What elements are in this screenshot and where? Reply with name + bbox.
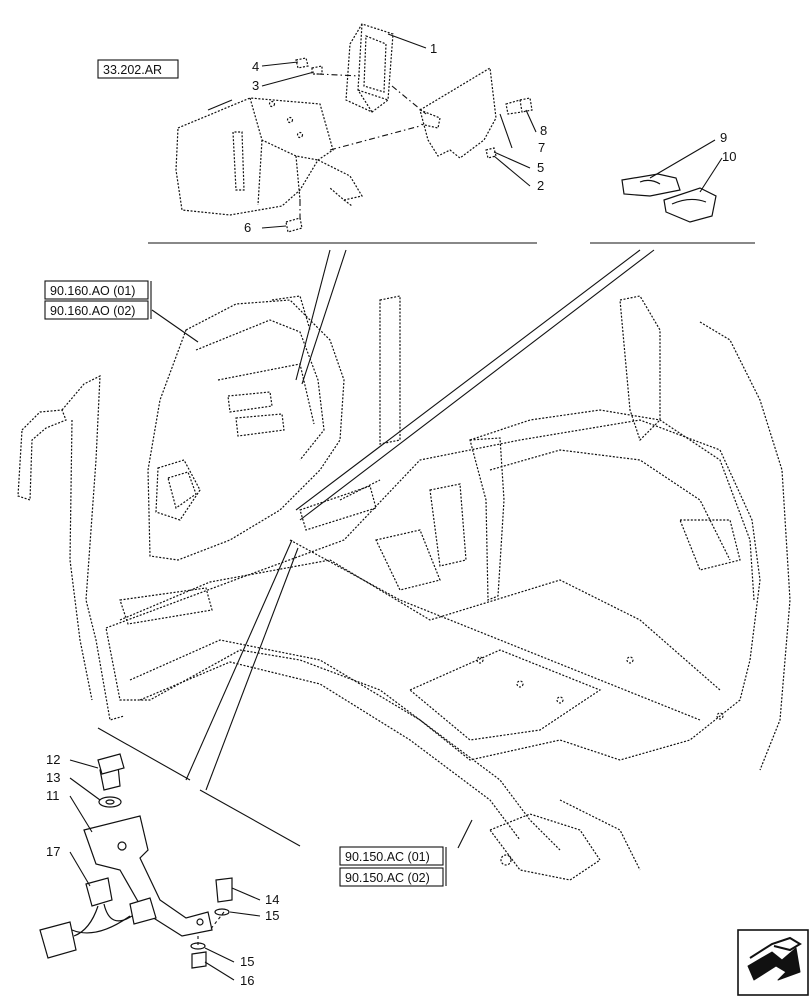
reference-link-90-150-ac-01[interactable]: 90.150.AC (01) — [339, 846, 447, 886]
reference-label: 90.160.AO (01) — [50, 284, 135, 298]
callout-2: 2 — [537, 178, 544, 193]
callout-4: 4 — [252, 59, 259, 74]
callout-9: 9 — [720, 130, 727, 145]
cab-floor-drawing — [17, 295, 791, 881]
reference-label: 90.150.AC (02) — [345, 871, 430, 885]
callout-leaders — [69, 33, 723, 981]
reference-link-33-202-ar[interactable]: 33.202.AR — [97, 59, 179, 79]
reference-link-90-160-ao-01[interactable]: 90.160.AO (01) — [44, 280, 152, 319]
callout-8: 8 — [540, 123, 547, 138]
assembly-centre-lines — [299, 73, 427, 220]
bracket-detail-drawing — [39, 753, 233, 969]
callout-7: 7 — [538, 140, 545, 155]
reference-label: 33.202.AR — [103, 63, 162, 77]
callout-5: 5 — [537, 160, 544, 175]
hardware-items — [285, 57, 533, 233]
next-page-arrow-icon[interactable] — [737, 929, 809, 996]
reference-label: 90.160.AO (02) — [50, 304, 135, 318]
callout-17: 17 — [46, 844, 60, 859]
control-module-drawing — [345, 23, 394, 113]
callout-16: 16 — [240, 973, 254, 988]
callout-10: 10 — [722, 149, 736, 164]
callout-1: 1 — [430, 41, 437, 56]
callout-3: 3 — [252, 78, 259, 93]
callout-13: 13 — [46, 770, 60, 785]
reference-link-90-160-ao-02[interactable]: 90.160.AO (02) — [44, 300, 149, 320]
reference-link-90-150-ac-02[interactable]: 90.150.AC (02) — [339, 867, 444, 887]
section-separators — [97, 242, 755, 847]
reference-label: 90.150.AC (01) — [345, 850, 430, 864]
callout-numbers: 1 2 3 4 5 6 7 8 9 10 11 12 13 14 15 15 1… — [46, 41, 736, 988]
assembly-pointer-lines — [185, 249, 655, 791]
callout-15-upper: 15 — [265, 908, 279, 923]
callout-6: 6 — [244, 220, 251, 235]
callout-11: 11 — [46, 788, 60, 803]
callout-15-lower: 15 — [240, 954, 254, 969]
mounting-bracket-drawing — [175, 97, 363, 216]
cover-plate-drawing — [419, 67, 497, 159]
callout-12: 12 — [46, 752, 60, 767]
callout-14: 14 — [265, 892, 279, 907]
grommet-drawing — [621, 173, 717, 223]
